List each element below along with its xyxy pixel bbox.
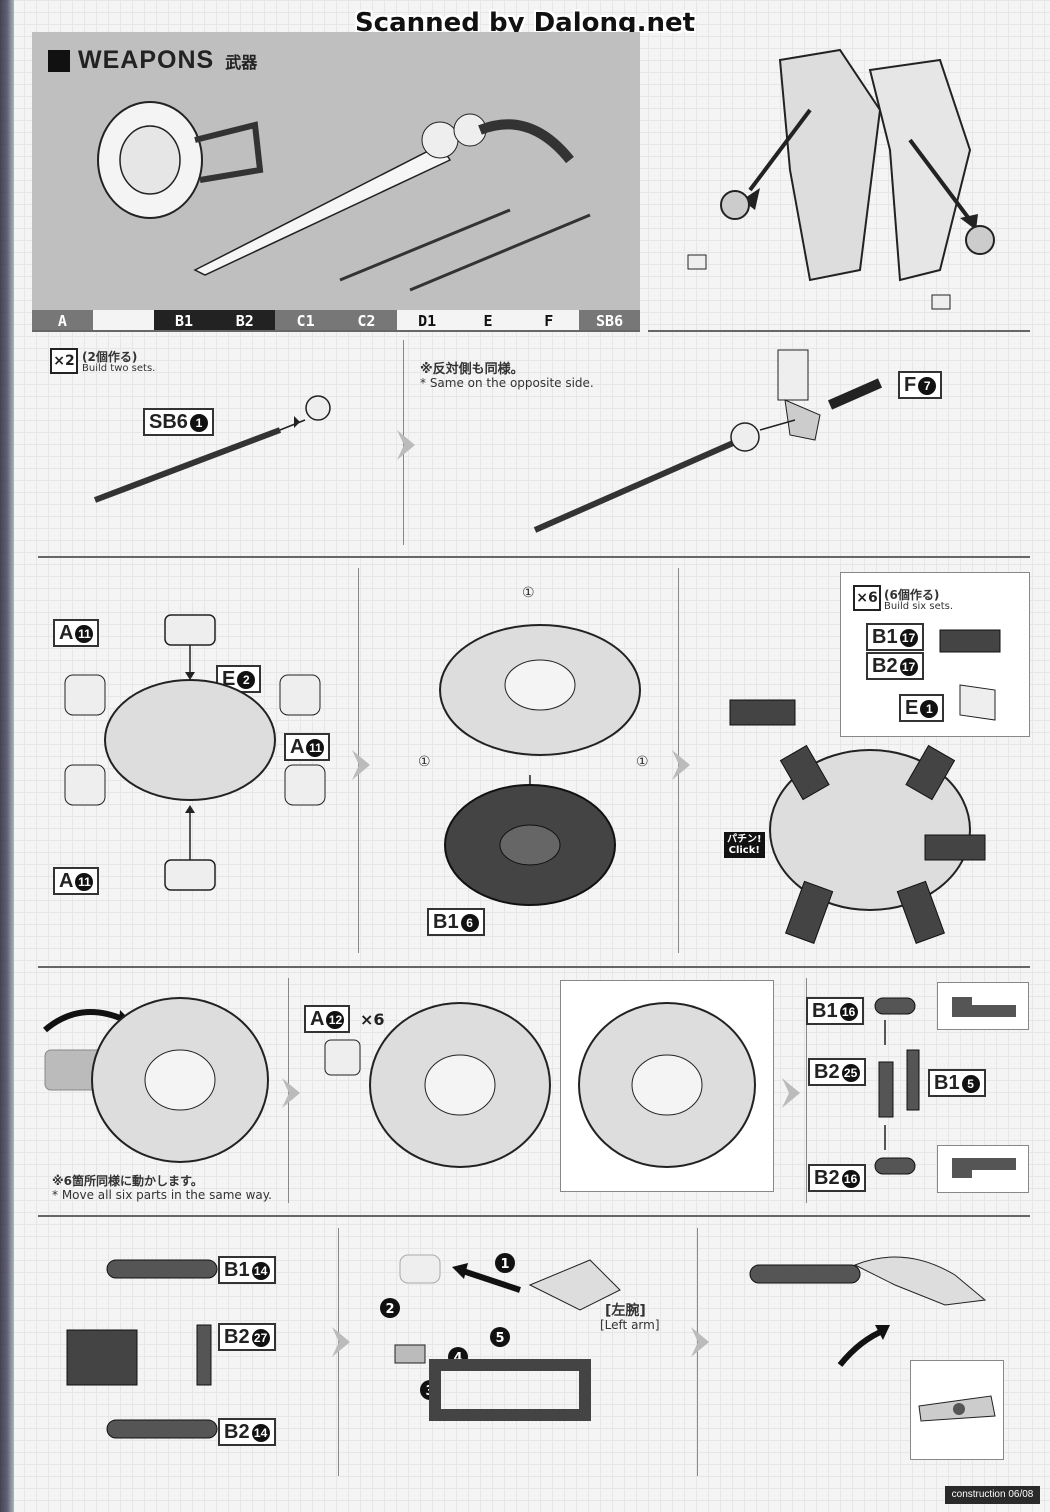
circled-one-top: ① [522,585,535,601]
sword-part [93,395,331,503]
step-divider [338,1228,339,1476]
title-marker [48,50,70,72]
step-divider [806,978,807,1203]
robot-illustration [687,48,995,310]
multiplier-badge-6: ×6 [853,585,881,611]
divider [38,556,1030,558]
build6-note-en: Build six sets. [884,601,954,612]
runner-f: F [518,310,580,332]
handle-assembly [874,997,920,1175]
page-footer: construction 06/08 [945,1486,1040,1504]
shield-with-clips [729,699,986,944]
arm-with-sword [533,349,883,533]
grip-detail-inset [910,1360,1004,1460]
arm-holding-grip [749,1256,987,1367]
step-divider [697,1228,698,1476]
a12-multiplier: ×6 [360,1010,385,1029]
opposite-note-ja: ※反対側も同様。 [420,362,524,377]
next-chevron [332,1327,350,1357]
svg-text:2: 2 [385,1302,394,1317]
shield-rotate-step [43,997,269,1163]
shield-core-rotated [439,624,641,756]
shield-core-assembly [64,614,326,891]
svg-text:5: 5 [495,1331,504,1346]
multiplier-badge: ×2 [50,348,78,374]
divider [32,330,640,332]
runner-legend: A B1 B2 C1 C2 D1 E F SB6 [32,310,640,332]
shield-finished [578,1002,756,1168]
detail-part-bottom [952,1158,1016,1178]
next-chevron [782,1078,800,1108]
weapon-illustration [97,101,591,292]
grip-detail [918,1395,996,1422]
shield-base-disc [444,775,616,906]
next-chevron [397,430,415,460]
divider [38,1215,1030,1217]
runner-c2: C2 [335,310,397,332]
svg-text:4: 4 [453,1351,462,1366]
detail-inset-bottom [937,1145,1029,1193]
circled-one-left: ① [418,754,431,770]
runner-sb6: SB6 [579,310,640,332]
detail-inset-top [937,982,1029,1030]
divider [38,966,1030,968]
divider [648,330,1030,332]
runner-b2: B2 [214,310,276,332]
circled-one-right: ① [636,754,649,770]
move-note-ja: ※6箇所同様に動かします。 [52,1174,203,1188]
opposite-note-en: * Same on the opposite side. [420,376,594,390]
left-arm-en: [Left arm] [600,1318,660,1332]
runner-d1: D1 [396,310,458,332]
detail-part-top [952,997,1016,1017]
next-chevron [282,1078,300,1108]
runner-c1: C1 [275,310,336,332]
build6-note-ja: (6個作る) [884,588,940,602]
move-note-en: * Move all six parts in the same way. [52,1188,272,1202]
next-chevron [691,1327,709,1357]
runner-gap [92,310,154,332]
grip-frame-assembly [66,1259,218,1439]
next-chevron [352,750,370,780]
runner-e: E [457,310,519,332]
left-arm-ja: [左腕] [605,1303,646,1319]
weapons-title: WEAPONS 武器 [78,46,258,74]
click-callout: パチン!Click! [724,832,765,858]
svg-text:1: 1 [500,1257,509,1272]
hand-swap-diagram: 1 2 3 4 5 [380,1253,621,1421]
runner-b1: B1 [153,310,215,332]
runner-a: A [32,310,93,332]
scan-edge [0,0,14,1512]
shield-with-a12 [324,1002,551,1168]
build-note-ja: (2個作る) [82,350,138,364]
build-note-en: Build two sets. [82,363,156,374]
clip-parts [939,629,1001,721]
next-chevron [672,750,690,780]
